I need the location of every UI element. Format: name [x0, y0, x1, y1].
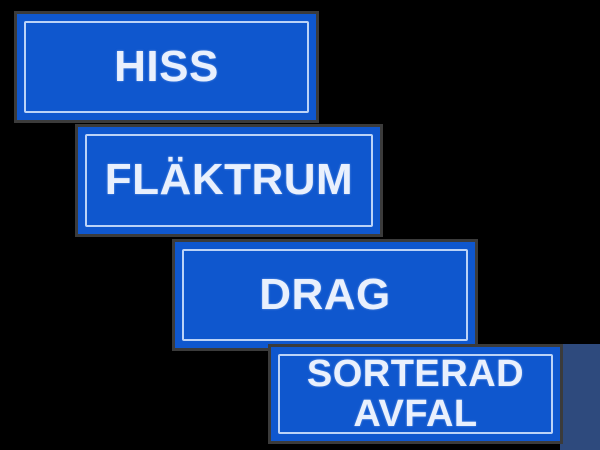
sign-label-flaktrum: FLÄKTRUM [104, 155, 354, 205]
sign-plate-hiss: HISS [14, 11, 319, 123]
sign-drop-shadow [560, 344, 600, 450]
sign-label-hiss: HISS [114, 41, 219, 91]
sign-plate-flaktrum: FLÄKTRUM [75, 124, 383, 237]
sign-plate-sorterad-avfal: SORTERAD AVFAL [268, 344, 563, 444]
sign-label-drag: DRAG [259, 269, 391, 319]
sign-label-sorterad-avfal: SORTERAD AVFAL [306, 352, 525, 435]
sign-plate-drag: DRAG [172, 239, 478, 351]
